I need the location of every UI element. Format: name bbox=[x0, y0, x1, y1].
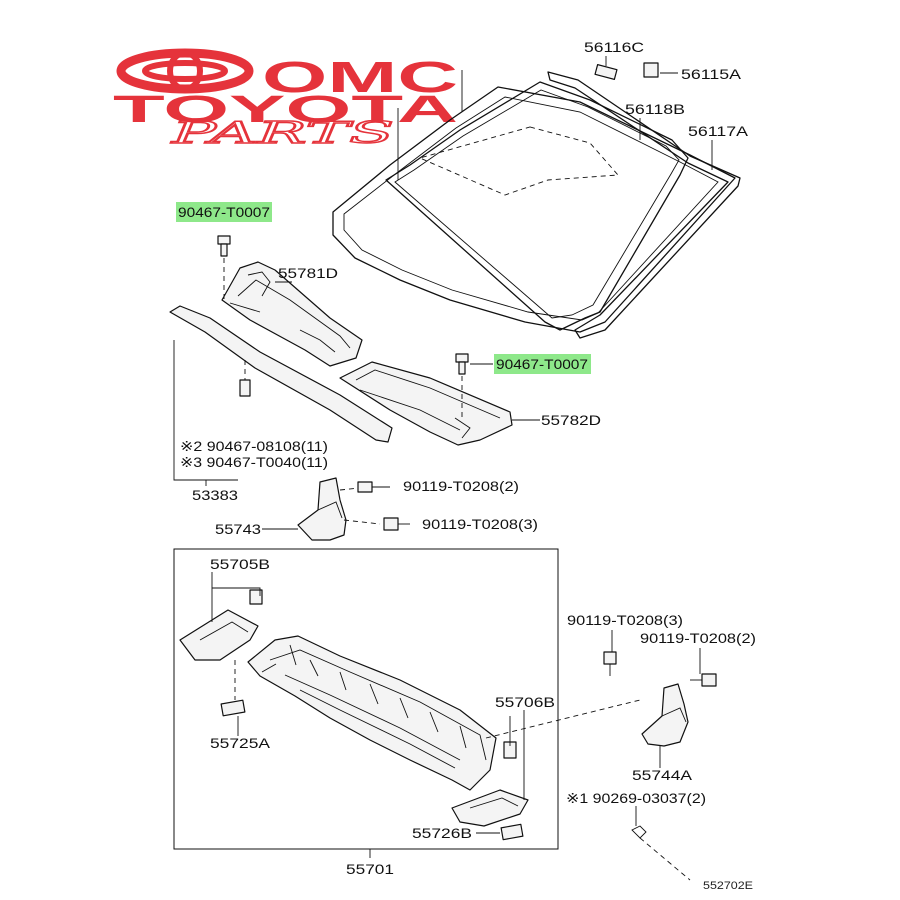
logo-line3: PARTS bbox=[170, 116, 394, 151]
label-90269-03037: ※1 90269-03037(2) bbox=[566, 790, 706, 806]
cowl-panel-55701 bbox=[247, 635, 497, 791]
molding-56118B bbox=[385, 81, 689, 331]
clip-56115A bbox=[643, 62, 659, 78]
highlight-90467-T0007-b bbox=[494, 354, 591, 374]
cowl-top-left-55781D bbox=[221, 261, 363, 367]
logo-emblem-outer bbox=[116, 48, 254, 94]
clip-56116C bbox=[594, 63, 618, 81]
label-55706B: 55706B bbox=[495, 694, 555, 710]
label-55701: 55701 bbox=[346, 861, 394, 877]
screw-90119-T0208-c bbox=[603, 651, 617, 676]
label-55743: 55743 bbox=[215, 521, 261, 537]
lead-55705B bbox=[211, 572, 261, 622]
label-90119-T0208-2b: 90119-T0208(2) bbox=[640, 630, 756, 646]
label-55705B: 55705B bbox=[210, 556, 270, 572]
weatherstrip-53383 bbox=[169, 305, 393, 443]
label-55782D: 55782D bbox=[541, 412, 601, 428]
screw-90119-T0208-d bbox=[690, 673, 717, 687]
logo-emblem-inner-v bbox=[167, 50, 203, 92]
label-90119-T0208-3a: 90119-T0208(3) bbox=[422, 516, 538, 532]
logo-line2: TOYOTA bbox=[113, 89, 458, 131]
fastener-90269-03037 bbox=[631, 806, 691, 881]
cowl-top-right-55782D bbox=[339, 361, 513, 446]
bracket-55743 bbox=[297, 477, 381, 541]
label-56116C: 56116C bbox=[584, 39, 644, 55]
label-55726B: 55726B bbox=[412, 825, 472, 841]
label-55744A: 55744A bbox=[632, 767, 693, 783]
label-90467-T0040: ※3 90467-T0040(11) bbox=[180, 454, 328, 470]
figure-number: 552702E bbox=[703, 880, 753, 892]
assembly-box-55701 bbox=[173, 548, 559, 850]
label-90467-T0007-a: 90467-T0007 bbox=[178, 204, 270, 220]
screw-90119-T0208-a bbox=[357, 481, 390, 493]
clip-90467-08108 bbox=[239, 360, 251, 397]
logo-line1: OMC bbox=[262, 53, 458, 102]
screw-90119-T0208-b bbox=[383, 517, 410, 531]
highlight-90467-T0007-a bbox=[176, 202, 272, 222]
molding-56117A bbox=[547, 71, 741, 339]
clip-90467-T0007-right bbox=[455, 353, 469, 420]
label-90467-08108: ※2 90467-08108(11) bbox=[180, 438, 328, 454]
logo-emblem-inner-h bbox=[142, 60, 228, 82]
label-56117A: 56117A bbox=[688, 123, 749, 139]
pad-55725A bbox=[220, 699, 246, 717]
label-90119-T0208-2a: 90119-T0208(2) bbox=[403, 478, 519, 494]
label-55725A: 55725A bbox=[210, 735, 271, 751]
label-56118B: 56118B bbox=[625, 101, 685, 117]
lead-53383 bbox=[173, 340, 238, 481]
windshield-glass-inner bbox=[343, 96, 719, 321]
brand-logo: OMC TOYOTA PARTS bbox=[113, 48, 458, 152]
bracket-55744A bbox=[641, 683, 689, 747]
pad-55726B bbox=[500, 823, 524, 841]
windshield-group bbox=[332, 62, 741, 339]
clip-90467-T0007-left bbox=[217, 235, 231, 300]
label-90467-T0007-b: 90467-T0007 bbox=[496, 356, 588, 372]
bracket-55705B bbox=[179, 589, 263, 661]
label-56115A: 56115A bbox=[681, 66, 742, 82]
lead-55706B bbox=[509, 710, 525, 800]
label-53383: 53383 bbox=[192, 487, 238, 503]
label-55781D: 55781D bbox=[278, 265, 338, 281]
windshield-dashed-area bbox=[418, 126, 619, 196]
label-90119-T0208-3b: 90119-T0208(3) bbox=[567, 612, 683, 628]
bracket-55706B bbox=[451, 741, 529, 827]
